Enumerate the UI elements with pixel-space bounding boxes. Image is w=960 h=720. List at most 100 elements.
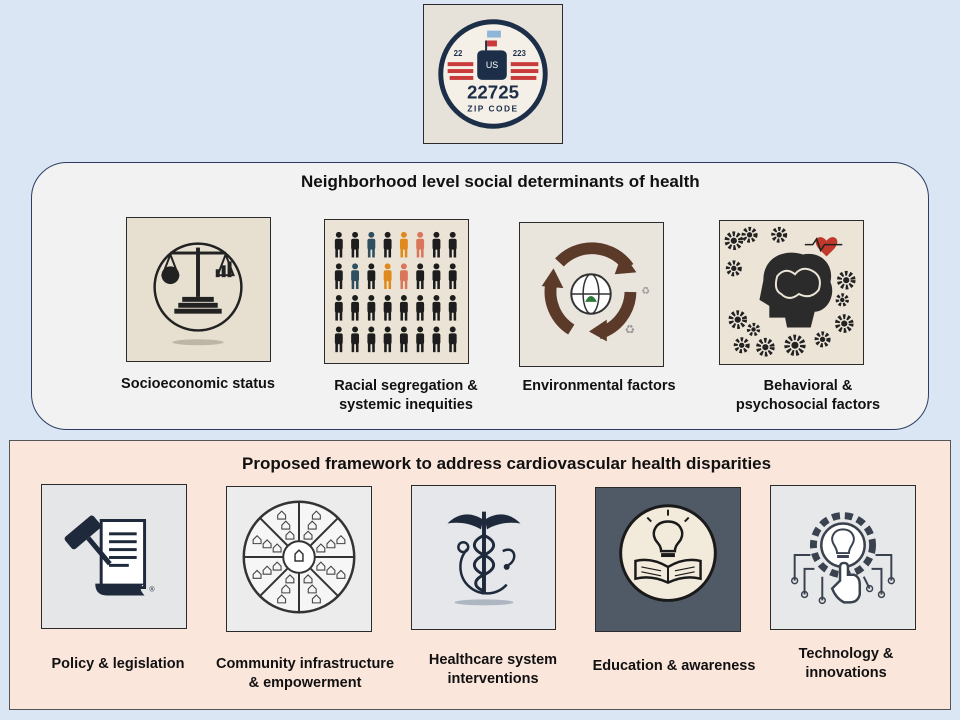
person-figure: [399, 294, 408, 321]
person-figure: [448, 263, 457, 290]
gear-icon: [835, 293, 849, 307]
caduceus-icon: [411, 485, 556, 630]
house-icon: [277, 510, 287, 520]
house-icon: [336, 569, 346, 579]
person-figure: [432, 326, 441, 353]
gear-icon: [724, 231, 744, 251]
house-icon: [311, 594, 321, 604]
gear-icon: [741, 226, 758, 243]
label-education-awareness: Education & awareness: [592, 658, 756, 674]
person-figure: [416, 231, 425, 258]
house-icon: [311, 510, 321, 520]
gear-icon: [756, 337, 775, 357]
person-figure: [334, 263, 343, 290]
person-figure: [399, 326, 408, 353]
zip-small-right: 223: [513, 49, 527, 58]
person-figure: [351, 326, 360, 353]
flag-text: US: [486, 60, 498, 70]
label-community-infrastructure: Community infrastructure & empowerment: [215, 656, 395, 691]
label-socioeconomic-status: Socioeconomic status: [121, 376, 275, 392]
label-technology-innovations: Technology & innovations: [798, 646, 894, 681]
person-figure: [399, 263, 408, 290]
recycle-globe-icon: ♻ ♻: [519, 222, 664, 367]
person-figure: [432, 294, 441, 321]
house-icon: [277, 594, 287, 604]
house-icon: [272, 543, 282, 553]
house-icon: [316, 543, 326, 553]
label-environmental-factors: Environmental factors: [522, 378, 676, 394]
house-icon: [262, 539, 272, 549]
person-figure: [367, 294, 376, 321]
person-figure: [383, 263, 392, 290]
circuit-trace: [790, 554, 811, 585]
label-healthcare-system: Healthcare system interventions: [428, 652, 558, 687]
person-figure: [383, 326, 392, 353]
gear-icon: [771, 226, 788, 243]
person-figure: [334, 231, 343, 258]
panel2-title: Proposed framework to address cardiovasc…: [242, 454, 772, 473]
label-policy-legislation: Policy & legislation: [51, 656, 185, 672]
gavel-scroll-icon: ®: [41, 484, 187, 629]
zip-number: 22725: [467, 82, 519, 103]
house-icon: [326, 565, 336, 575]
circuit-trace: [875, 554, 896, 585]
person-figure: [351, 263, 360, 290]
person-figure: [351, 231, 360, 258]
gear-icon: [733, 337, 750, 354]
flag-stripes-right: [510, 62, 539, 80]
circuit-trace: [800, 567, 815, 599]
house-icon: [252, 569, 262, 579]
tech-lightbulb-icon: [770, 485, 916, 630]
scales-icon: [126, 217, 271, 362]
mailbox-icon: US: [477, 30, 507, 80]
person-figure: [448, 326, 457, 353]
person-figure: [416, 326, 425, 353]
zip-small-left: 22: [454, 49, 463, 58]
house-icon: [336, 534, 346, 545]
svg-text:♻: ♻: [625, 322, 636, 336]
brain-gears-icon: [719, 220, 864, 365]
house-icon: [262, 565, 272, 575]
gear-icon: [746, 322, 761, 337]
house-icon: [303, 530, 313, 540]
gear-icon: [784, 334, 806, 356]
person-figure: [367, 263, 376, 290]
house-icon: [285, 574, 295, 584]
person-figure: [416, 294, 425, 321]
flag-stripes-left: [447, 62, 474, 80]
circuit-trace: [818, 576, 826, 605]
house-icon: [303, 574, 313, 584]
house-icon: [281, 520, 291, 530]
svg-text:®: ®: [149, 586, 156, 594]
gear-icon: [728, 310, 748, 329]
people-grid-icon: [324, 219, 469, 364]
gear-icon: [725, 260, 742, 277]
label-behavioral-psychosocial: Behavioral & psychosocial factors: [735, 378, 881, 413]
house-icon: [252, 534, 262, 545]
person-figure: [383, 231, 392, 258]
house-icon: [307, 584, 317, 594]
person-figure: [334, 294, 343, 321]
house-icon: [316, 561, 326, 571]
person-figure: [334, 326, 343, 353]
house-icon: [326, 539, 336, 549]
house-icon: [285, 530, 295, 540]
gear-icon: [836, 270, 856, 290]
circuit-trace: [862, 576, 874, 593]
person-figure: [383, 294, 392, 321]
person-figure: [367, 326, 376, 353]
person-figure: [432, 231, 441, 258]
svg-text:♻: ♻: [641, 286, 650, 297]
person-figure: [351, 294, 360, 321]
gear-icon: [814, 331, 831, 348]
zip-code-image: US 22 223 22725 ZIP CODE: [423, 4, 563, 144]
gear-icon: [834, 314, 854, 333]
label-racial-segregation: Racial segregation & systemic inequities: [334, 378, 478, 413]
person-figure: [399, 231, 408, 258]
circuit-trace: [871, 567, 886, 599]
house-icon: [272, 561, 282, 571]
zip-caption: ZIP CODE: [467, 103, 518, 113]
person-figure: [367, 231, 376, 258]
community-wheel-icon: [226, 486, 372, 632]
person-figure: [416, 263, 425, 290]
